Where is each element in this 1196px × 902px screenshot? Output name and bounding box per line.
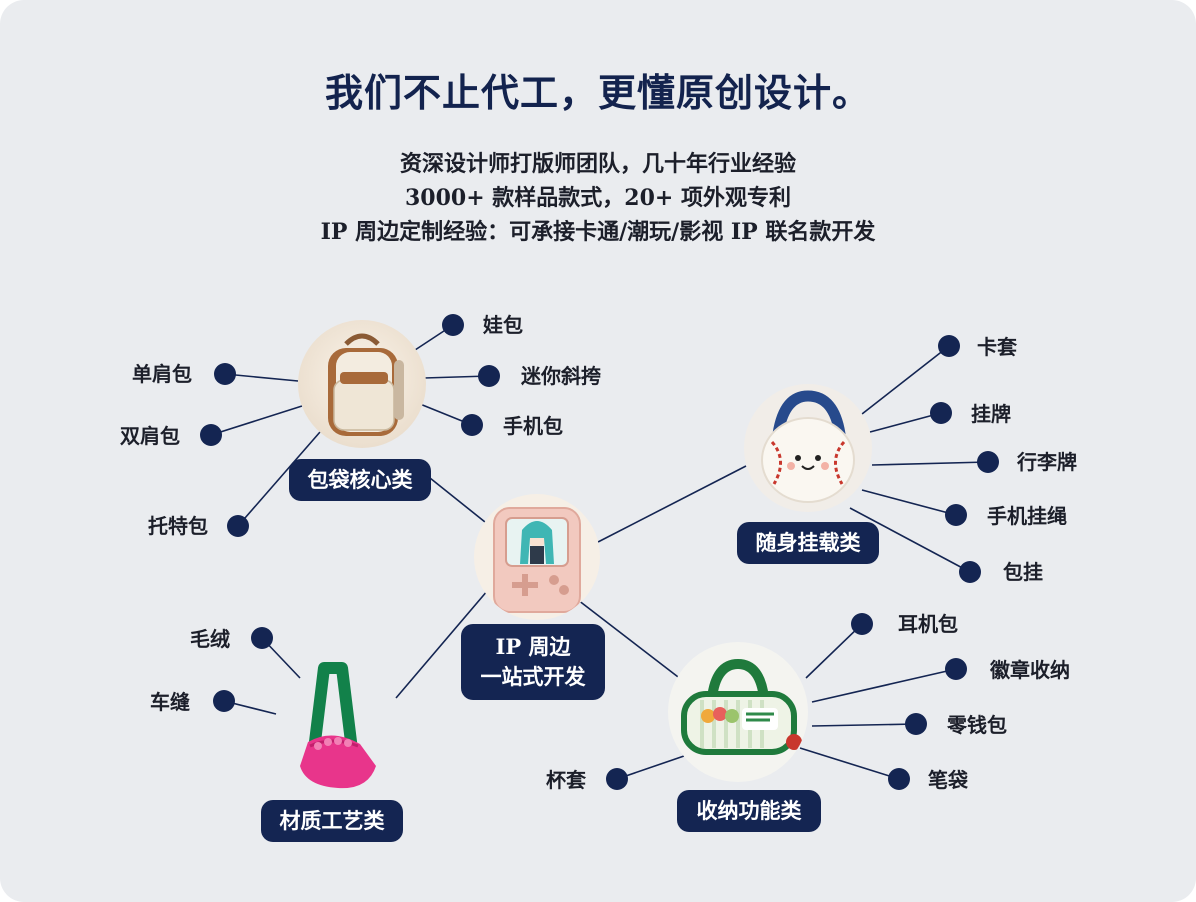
center-label-line1: IP 周边 <box>495 634 571 659</box>
group-label-materials: 材质工艺类 <box>261 800 403 842</box>
dot-shoulder-bag <box>214 363 236 385</box>
backpack-photo <box>298 320 426 448</box>
link-charms-luggage <box>871 461 989 466</box>
leaf-doll-bag: 娃包 <box>483 313 523 337</box>
subtitle-ip: IP 周边定制经验：可承接卡通/潮玩/影视 IP 联名款开发 <box>320 219 876 245</box>
link-storage-earphone <box>805 623 863 679</box>
subtitle-experience: 资深设计师打版师团队，几十年行业经验 <box>399 151 796 177</box>
dot-backpack <box>200 424 222 446</box>
leaf-coin-purse: 零钱包 <box>947 713 1007 737</box>
link-bags-backpack <box>210 405 303 436</box>
leaf-mini-crossbody: 迷你斜挎 <box>521 364 601 388</box>
dot-earphone-case <box>851 613 873 635</box>
leaf-name-tag: 挂牌 <box>971 402 1011 426</box>
dot-luggage-tag <box>977 451 999 473</box>
dot-phone-strap <box>945 504 967 526</box>
dot-name-tag <box>930 402 952 424</box>
leaf-cup-sleeve: 杯套 <box>546 768 586 792</box>
dot-pencil-case <box>888 768 910 790</box>
dot-sewing <box>213 690 235 712</box>
group-label-charms: 随身挂载类 <box>737 522 879 564</box>
link-center-storage <box>577 599 683 681</box>
leaf-pencil-case: 笔袋 <box>928 768 968 792</box>
group-label-bags: 包袋核心类 <box>289 459 431 501</box>
link-center-charms <box>597 465 747 543</box>
leaf-tote-bag: 托特包 <box>148 514 208 538</box>
leaf-earphone-case: 耳机包 <box>898 612 958 636</box>
link-storage-cup <box>616 755 685 780</box>
link-storage-badge <box>811 668 957 703</box>
leaf-backpack: 双肩包 <box>120 424 180 448</box>
center-node-label: IP 周边 一站式开发 <box>461 624 605 700</box>
link-charms-card <box>861 345 950 415</box>
dot-bag-charm <box>959 561 981 583</box>
leaf-phone-strap: 手机挂绳 <box>987 504 1067 528</box>
dot-badge-storage <box>945 658 967 680</box>
dot-phone-bag <box>461 414 483 436</box>
leaf-luggage-tag: 行李牌 <box>1017 450 1077 474</box>
group-label-storage: 收纳功能类 <box>677 790 821 832</box>
ip-figure-photo <box>474 494 600 620</box>
leaf-shoulder-bag: 单肩包 <box>132 362 192 386</box>
dot-card-holder <box>938 335 960 357</box>
link-center-materials <box>395 589 489 699</box>
leaf-badge-storage: 徽章收纳 <box>990 658 1070 682</box>
leaf-sewing: 车缝 <box>150 690 190 714</box>
pink-shoulder-bag-photo <box>268 654 396 804</box>
link-charms-tag <box>869 412 942 433</box>
link-charms-pendant <box>849 507 971 573</box>
pencil-case-photo <box>668 642 808 782</box>
dot-doll-bag <box>442 314 464 336</box>
dot-mini-crossbody <box>478 365 500 387</box>
center-label-line2: 一站式开发 <box>480 664 586 689</box>
leaf-plush: 毛绒 <box>190 627 230 651</box>
link-storage-coin <box>811 723 917 727</box>
page-title: 我们不止代工，更懂原创设计。 <box>324 70 871 115</box>
dot-coin-purse <box>905 713 927 735</box>
subtitle-samples: 3000+ 款样品款式，20+ 项外观专利 <box>404 185 792 211</box>
dot-cup-sleeve <box>606 768 628 790</box>
leaf-card-holder: 卡套 <box>977 335 1017 359</box>
leaf-bag-charm: 包挂 <box>1003 560 1043 584</box>
baseball-charm-photo <box>744 384 872 512</box>
link-storage-pencil <box>799 747 900 780</box>
leaf-phone-bag: 手机包 <box>503 414 563 438</box>
dot-tote-bag <box>227 515 249 537</box>
link-bags-tote <box>237 431 321 527</box>
dot-plush <box>251 627 273 649</box>
link-bags-shoulder <box>224 373 299 382</box>
link-charms-strap <box>861 489 957 516</box>
